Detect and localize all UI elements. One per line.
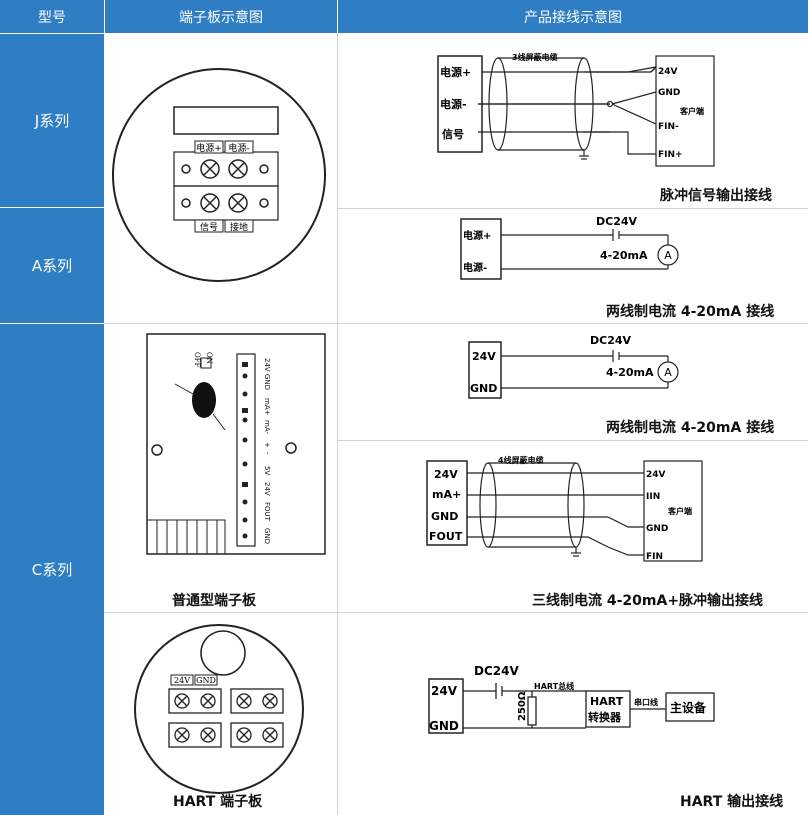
caption-pulse: 脉冲信号输出接线 xyxy=(660,188,772,204)
svg-text:GND: GND xyxy=(196,676,216,685)
svg-text:信号: 信号 xyxy=(442,127,464,141)
svg-text:DC24V: DC24V xyxy=(474,664,519,678)
ammeter-icon: A xyxy=(664,366,672,379)
caption-hart: HART 输出接线 xyxy=(680,794,784,810)
svg-text:24V GND: 24V GND xyxy=(263,358,271,390)
svg-text:24V: 24V xyxy=(646,470,666,480)
row-label-c: C系列 xyxy=(0,324,104,815)
svg-text:电源+: 电源+ xyxy=(463,229,491,242)
three-wire-diagram: 24V mA+ GND FOUT 4线屏蔽电缆 24V IIN 客户端 GND … xyxy=(426,455,703,562)
svg-text:GND: GND xyxy=(658,88,680,98)
svg-text:转换器: 转换器 xyxy=(588,710,622,724)
label-ground: 接地 xyxy=(230,221,248,233)
svg-text:mA+: mA+ xyxy=(432,488,461,501)
svg-text:电源-: 电源- xyxy=(440,97,467,111)
label-signal: 信号 xyxy=(200,221,218,233)
ordinary-terminal-board: ON OFF 24V GND mA+ mA- + - 5V 24V FOUT G… xyxy=(146,333,326,555)
svg-text:24V: 24V xyxy=(174,676,190,685)
svg-text:24V: 24V xyxy=(658,67,678,77)
svg-text:4线屏蔽电缆: 4线屏蔽电缆 xyxy=(498,455,544,465)
header-model: 型号 xyxy=(0,0,104,33)
svg-text:250Ω: 250Ω xyxy=(517,691,528,721)
hart-terminal-board: 24V GND xyxy=(134,624,304,794)
svg-text:24V: 24V xyxy=(472,350,496,363)
svg-text:ON: ON xyxy=(205,352,213,364)
svg-text:4-20mA: 4-20mA xyxy=(606,366,654,379)
svg-text:5V: 5V xyxy=(263,466,271,475)
svg-text:24V: 24V xyxy=(434,468,458,481)
svg-text:HART: HART xyxy=(590,695,624,708)
row-label-j: J系列 xyxy=(0,34,104,207)
two-wire-a-diagram: 电源+ 电源- DC24V 4-20mA A xyxy=(460,215,679,280)
svg-text:FOUT: FOUT xyxy=(263,502,271,522)
svg-text:DC24V: DC24V xyxy=(590,334,632,347)
svg-text:客户端: 客户端 xyxy=(679,106,704,116)
svg-text:DC24V: DC24V xyxy=(596,215,638,228)
svg-text:GND: GND xyxy=(263,528,271,544)
svg-text:OFF: OFF xyxy=(193,352,201,368)
svg-text:3线屏蔽电缆: 3线屏蔽电缆 xyxy=(512,52,558,62)
caption-ordinary-board: 普通型端子板 xyxy=(172,593,256,609)
svg-text:GND: GND xyxy=(646,524,668,534)
caption-two-wire-c: 两线制电流 4-20mA 接线 xyxy=(606,420,775,436)
header-wiring: 产品接线示意图 xyxy=(338,0,808,33)
svg-text:串口线: 串口线 xyxy=(634,697,658,707)
header-terminal: 端子板示意图 xyxy=(105,0,337,33)
label-power-minus: 电源- xyxy=(228,142,249,154)
svg-text:FIN-: FIN- xyxy=(658,122,679,132)
svg-text:GND: GND xyxy=(431,510,458,523)
round-terminal-board: 电源+ 电源- 信号 接地 xyxy=(112,68,326,282)
svg-text:FOUT: FOUT xyxy=(429,530,463,543)
svg-text:+: + xyxy=(263,442,271,448)
svg-text:GND: GND xyxy=(470,382,497,395)
caption-two-wire-a: 两线制电流 4-20mA 接线 xyxy=(606,304,775,320)
svg-text:IIN: IIN xyxy=(646,492,660,502)
svg-text:FIN: FIN xyxy=(646,552,663,562)
svg-text:24V: 24V xyxy=(263,482,271,496)
svg-text:24V: 24V xyxy=(431,684,458,698)
svg-text:mA+: mA+ xyxy=(263,398,271,416)
label-power-plus: 电源+ xyxy=(196,142,222,154)
svg-text:4-20mA: 4-20mA xyxy=(600,249,648,262)
caption-hart-board: HART 端子板 xyxy=(173,794,263,810)
row-label-a: A系列 xyxy=(0,208,104,323)
svg-text:HART总线: HART总线 xyxy=(534,681,574,691)
pulse-wiring-diagram: 电源+ 电源- 信号 3线屏蔽电缆 24V GND 客户端 FIN- FIN+ xyxy=(437,52,715,167)
svg-text:mA-: mA- xyxy=(263,420,271,434)
svg-text:主设备: 主设备 xyxy=(670,700,707,715)
svg-text:客户端: 客户端 xyxy=(667,506,692,516)
hart-wiring-diagram: 24V GND DC24V 250Ω HART总线 HART 转换器 串口线 主… xyxy=(428,664,715,734)
svg-text:电源-: 电源- xyxy=(463,261,487,274)
svg-text:GND: GND xyxy=(429,719,459,733)
ammeter-icon: A xyxy=(664,249,672,262)
svg-text:-: - xyxy=(263,452,271,455)
caption-three-wire: 三线制电流 4-20mA+脉冲输出接线 xyxy=(532,593,764,609)
two-wire-c-diagram: 24V GND DC24V 4-20mA A xyxy=(468,334,679,399)
svg-text:FIN+: FIN+ xyxy=(658,150,683,160)
svg-text:电源+: 电源+ xyxy=(440,65,471,79)
